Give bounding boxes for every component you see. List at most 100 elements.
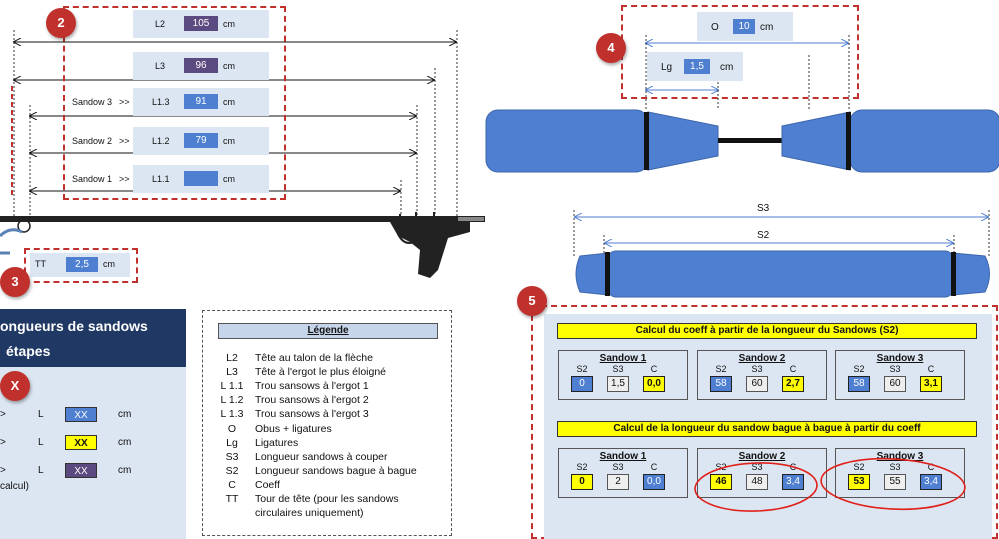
sandow-name-label: Sandow 3 bbox=[72, 97, 113, 107]
badge-4: 4 bbox=[596, 33, 626, 63]
measure-value[interactable]: 91 bbox=[184, 94, 218, 109]
step-label: L bbox=[38, 465, 44, 476]
step-unit: cm bbox=[118, 437, 132, 448]
calc-c-value[interactable]: 3,4 bbox=[920, 474, 942, 490]
steps-panel-header: ongueurs de sandows étapes bbox=[0, 309, 186, 367]
obus-panel: O 10 cm bbox=[697, 12, 793, 41]
calc-c-value[interactable]: 3,4 bbox=[782, 474, 804, 490]
calc-col-head: S2 bbox=[576, 462, 588, 472]
row-arrow: >> bbox=[119, 136, 130, 146]
legend-text: Obus + ligatures bbox=[255, 422, 332, 435]
step-value[interactable]: XX bbox=[65, 407, 97, 422]
calc-s2-value[interactable]: 0 bbox=[571, 376, 593, 392]
s3-dim-label: S3 bbox=[757, 203, 770, 214]
calc-col-head: C bbox=[650, 364, 658, 374]
steps-footnote: calcul) bbox=[0, 481, 29, 492]
measure-unit: cm bbox=[223, 174, 235, 184]
steps-title-line1: ongueurs de sandows bbox=[0, 318, 148, 334]
measure-unit: cm bbox=[223, 19, 235, 29]
calc-col-head: S2 bbox=[853, 364, 865, 374]
tube-diagram bbox=[485, 35, 999, 298]
calc-group-title: Sandow 3 bbox=[876, 451, 924, 462]
legend-code: L 1.2 bbox=[220, 394, 244, 407]
legend-code: O bbox=[227, 422, 237, 435]
legend-text: Trou sansows à l'ergot 2 bbox=[255, 394, 369, 407]
legend-text: Longueur sandows à couper bbox=[255, 450, 388, 463]
calc-s3-value[interactable]: 60 bbox=[746, 376, 768, 392]
calc-s2-value[interactable]: 53 bbox=[848, 474, 870, 490]
calc-group-title: Sandow 3 bbox=[876, 353, 924, 364]
legend-code: L 1.1 bbox=[220, 380, 244, 393]
calc-group: Sandow 3 S2 S3 C 58 60 3,1 bbox=[835, 350, 965, 400]
legend-text: Ligatures bbox=[255, 436, 299, 449]
obus-label: O bbox=[711, 22, 719, 33]
row-arrow: >> bbox=[119, 174, 130, 184]
calc-c-value: 3,1 bbox=[920, 376, 942, 392]
calc-s2-value[interactable]: 58 bbox=[848, 376, 870, 392]
lig-value[interactable]: 1,5 bbox=[684, 59, 710, 74]
step-arrow: > bbox=[0, 409, 6, 420]
tt-value[interactable]: 2,5 bbox=[66, 257, 98, 272]
calc-s3-value[interactable]: 60 bbox=[884, 376, 906, 392]
measure-value[interactable]: 79 bbox=[184, 133, 218, 148]
highlight-circles bbox=[694, 457, 966, 512]
calc-col-head: S3 bbox=[751, 462, 763, 472]
calc-s3-value[interactable]: 2 bbox=[607, 474, 629, 490]
step-value[interactable]: XX bbox=[65, 435, 97, 450]
row-arrow: >> bbox=[119, 97, 130, 107]
legend-text: Longueur sandows bague à bague bbox=[255, 464, 417, 477]
legend-code: L 1.3 bbox=[220, 408, 244, 421]
calc-c-value: 0,0 bbox=[643, 376, 665, 392]
calc-group-title: Sandow 2 bbox=[738, 451, 786, 462]
measure-label: L3 bbox=[155, 61, 166, 71]
legend-text: Trou sansows à l'ergot 3 bbox=[255, 408, 369, 421]
sandow-name-label: Sandow 1 bbox=[72, 174, 113, 184]
sandow-name-label: Sandow 2 bbox=[72, 136, 113, 146]
step-arrow: > bbox=[0, 465, 6, 476]
step-label: L bbox=[38, 409, 44, 420]
legend-text: Tête au talon de la flèche bbox=[255, 352, 373, 364]
calc-col-head: S3 bbox=[889, 364, 901, 374]
legend-text: Tour de tête (pour les sandows bbox=[255, 493, 399, 505]
legend-code: TT bbox=[225, 493, 239, 505]
calc-col-head: S3 bbox=[889, 462, 901, 472]
legend-code: Lg bbox=[226, 436, 238, 449]
obus-value[interactable]: 10 bbox=[733, 19, 755, 34]
section-2-frame bbox=[63, 6, 286, 200]
step-unit: cm bbox=[118, 409, 132, 420]
measure-label: L1.3 bbox=[152, 97, 170, 107]
measure-value[interactable]: 96 bbox=[184, 58, 218, 73]
calc-col-head: S2 bbox=[715, 364, 727, 374]
step-value[interactable]: XX bbox=[65, 463, 97, 478]
measure-value[interactable]: 105 bbox=[184, 16, 218, 31]
tt-unit: cm bbox=[103, 259, 115, 269]
calc-s2-value[interactable]: 46 bbox=[710, 474, 732, 490]
calc-group-title: Sandow 1 bbox=[599, 353, 647, 364]
legend-code: L3 bbox=[226, 366, 238, 379]
obus-unit: cm bbox=[760, 22, 774, 33]
calc-s3-value[interactable]: 48 bbox=[746, 474, 768, 490]
badge-2: 2 bbox=[46, 8, 76, 38]
legend-title: Légende bbox=[218, 323, 438, 339]
calc-c-value[interactable]: 0,0 bbox=[643, 474, 665, 490]
calc-col-head: C bbox=[927, 364, 935, 374]
badge-5: 5 bbox=[517, 286, 547, 316]
steps-title-line2: étapes bbox=[6, 343, 51, 359]
legend-text: Coeff bbox=[255, 478, 280, 491]
step-unit: cm bbox=[118, 465, 132, 476]
lig-label: Lg bbox=[661, 62, 673, 73]
calc-s3-value[interactable]: 1,5 bbox=[607, 376, 629, 392]
section-3-frame bbox=[24, 248, 138, 283]
calc-s3-value[interactable]: 55 bbox=[884, 474, 906, 490]
calc-col-head: S2 bbox=[715, 462, 727, 472]
legend-text: circulaires uniquement) bbox=[255, 507, 364, 520]
badge-x: X bbox=[0, 371, 30, 401]
calc-s2-value[interactable]: 0 bbox=[571, 474, 593, 490]
calc-s2-value[interactable]: 58 bbox=[710, 376, 732, 392]
measure-value[interactable] bbox=[184, 171, 218, 186]
step-arrow: > bbox=[0, 437, 6, 448]
